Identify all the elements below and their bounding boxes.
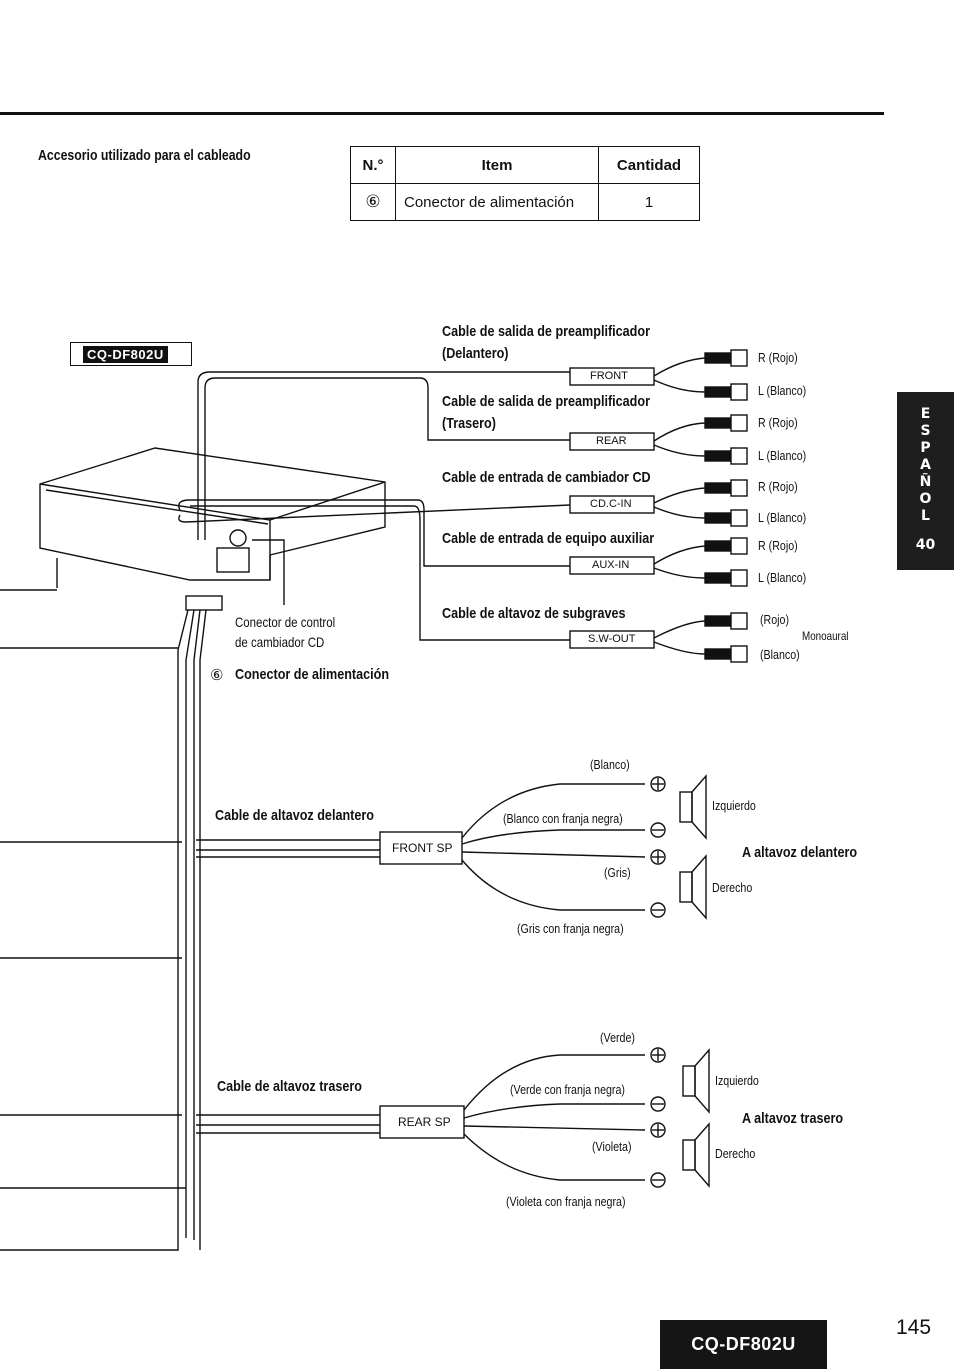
rear-right-label: Derecho	[715, 1146, 756, 1161]
footer-model: CQ-DF802U	[660, 1320, 827, 1369]
tab-letter: P	[920, 440, 931, 456]
box-aux-in: AUX-IN	[592, 559, 630, 571]
rear-left-label: Izquierdo	[715, 1073, 759, 1088]
box-front-sp: FRONT SP	[392, 841, 453, 855]
cdc-r-label: R (Rojo)	[758, 479, 798, 494]
language-tab: E S P A Ñ O L 40	[897, 392, 954, 570]
cell-no: ⑥	[350, 183, 396, 221]
cd-control-label-2: de cambiador CD	[235, 634, 325, 650]
front-l-label: L (Blanco)	[758, 383, 807, 398]
tab-letter: O	[919, 491, 932, 507]
front-right-label: Derecho	[712, 880, 753, 895]
rear-r-label: R (Rojo)	[758, 415, 798, 430]
tab-letter: L	[921, 508, 930, 524]
rear-wire-violet: (Violeta)	[592, 1139, 632, 1154]
top-rule	[0, 112, 884, 115]
accessory-table: N.° Item Cantidad ⑥ Conector de alimenta…	[350, 146, 700, 221]
front-wire-gray: (Gris)	[604, 865, 631, 880]
col-header-item: Item	[395, 146, 599, 184]
cell-qty: 1	[598, 183, 700, 221]
table-row: ⑥ Conector de alimentación 1	[350, 183, 700, 221]
aux-in-title: Cable de entrada de equipo auxiliar	[442, 530, 655, 547]
table-header-row: N.° Item Cantidad	[350, 146, 700, 184]
front-r-label: R (Rojo)	[758, 350, 798, 365]
sw-r-label: (Rojo)	[760, 612, 790, 627]
power-connector-label: Conector de alimentación	[235, 666, 390, 683]
sw-l-label: (Blanco)	[760, 647, 800, 662]
preout-rear-title-2: (Trasero)	[442, 415, 496, 432]
subwoofer-title: Cable de altavoz de subgraves	[442, 605, 626, 622]
preout-rear-title-1: Cable de salida de preamplificador	[442, 393, 650, 410]
cell-item: Conector de alimentación	[395, 183, 599, 221]
to-rear-speaker-label: A altavoz trasero	[742, 1110, 844, 1127]
tab-page-number: 40	[915, 537, 936, 553]
col-header-no: N.°	[350, 146, 396, 184]
model-badge-label: CQ-DF802U	[83, 345, 168, 363]
box-rear: REAR	[596, 435, 627, 447]
front-wire-white-stripe: (Blanco con franja negra)	[503, 811, 623, 826]
model-badge: CQ-DF802U	[70, 342, 192, 366]
cdc-in-title: Cable de entrada de cambiador CD	[442, 469, 651, 486]
box-sw-out: S.W-OUT	[588, 633, 636, 645]
page-number: 145	[896, 1316, 932, 1339]
front-wire-white: (Blanco)	[590, 757, 630, 772]
preout-front-title-1: Cable de salida de preamplificador	[442, 323, 650, 340]
tab-letter: E	[920, 406, 931, 422]
sw-mono-label: Monoaural	[802, 629, 849, 643]
box-rear-sp: REAR SP	[398, 1115, 451, 1129]
rear-wire-violet-stripe: (Violeta con franja negra)	[506, 1194, 626, 1209]
tab-letter: A	[920, 457, 931, 473]
to-front-speaker-label: A altavoz delantero	[742, 844, 858, 861]
head-unit-drawing	[0, 447, 386, 591]
front-left-label: Izquierdo	[712, 798, 756, 813]
aux-r-label: R (Rojo)	[758, 538, 798, 553]
rear-wire-green: (Verde)	[600, 1030, 635, 1045]
front-wire-gray-stripe: (Gris con franja negra)	[517, 921, 624, 936]
rear-speaker-title: Cable de altavoz trasero	[217, 1078, 362, 1095]
speaker-icons	[679, 774, 710, 1188]
preout-front-title-2: (Delantero)	[442, 345, 509, 362]
cdc-l-label: L (Blanco)	[758, 510, 807, 525]
accessory-heading: Accesorio utilizado para el cableado	[38, 147, 251, 164]
box-cdc-in: CD.C-IN	[590, 498, 632, 510]
tab-letter: Ñ	[919, 474, 932, 490]
rear-wire-green-stripe: (Verde con franja negra)	[510, 1082, 625, 1097]
rear-l-label: L (Blanco)	[758, 448, 807, 463]
tab-letter: S	[920, 423, 931, 439]
power-connector-number: ⑥	[210, 667, 224, 684]
box-front: FRONT	[590, 370, 628, 382]
front-speaker-title: Cable de altavoz delantero	[215, 807, 374, 824]
aux-l-label: L (Blanco)	[758, 570, 807, 585]
cd-control-label-1: Conector de control	[235, 614, 336, 630]
